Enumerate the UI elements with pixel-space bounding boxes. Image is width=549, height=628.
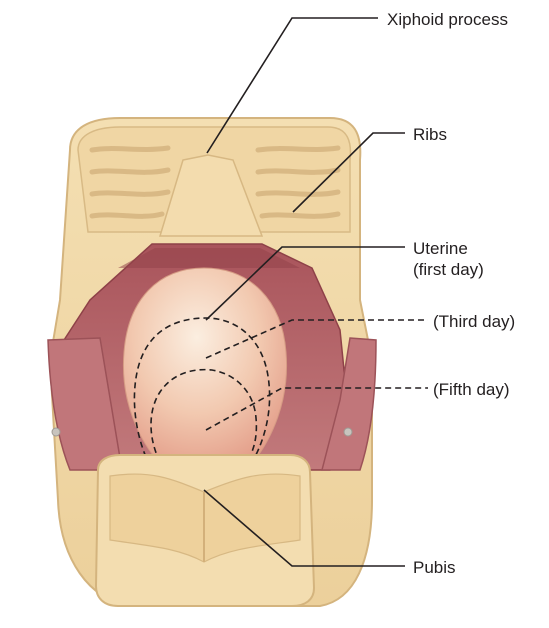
label-pubis: Pubis bbox=[413, 558, 456, 578]
screw-right bbox=[344, 428, 352, 436]
label-ribs: Ribs bbox=[413, 125, 447, 145]
label-third-day: (Third day) bbox=[433, 312, 515, 332]
screw-left bbox=[52, 428, 60, 436]
label-uterine: Uterine bbox=[413, 239, 468, 259]
label-fifth-day: (Fifth day) bbox=[433, 380, 510, 400]
label-uterine-first-day: (first day) bbox=[413, 260, 484, 280]
uterus-first-day bbox=[123, 268, 286, 466]
label-xiphoid-process: Xiphoid process bbox=[387, 10, 508, 30]
